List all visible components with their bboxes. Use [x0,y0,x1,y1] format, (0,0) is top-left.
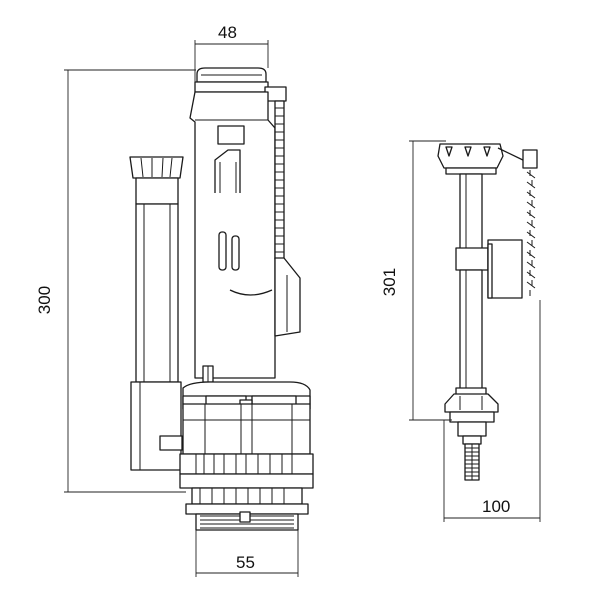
flush-valve-body [189,67,301,383]
overflow-tube [129,156,184,471]
fill-valve [437,143,538,481]
dimension-label-55: 55 [236,553,255,572]
dimension-top-width: 48 [194,23,269,84]
dimension-label-300: 300 [35,286,54,314]
dimension-flush-height: 300 [35,69,196,493]
dimension-base-width: 55 [195,530,299,577]
dimension-label-100: 100 [482,497,510,516]
dimension-fill-width: 100 [443,300,541,522]
dimension-label-301: 301 [380,268,399,296]
flush-valve-cage [179,381,314,531]
flush-valve [129,67,314,531]
dimension-fill-height: 301 [380,140,452,421]
dimension-label-48: 48 [218,23,237,42]
